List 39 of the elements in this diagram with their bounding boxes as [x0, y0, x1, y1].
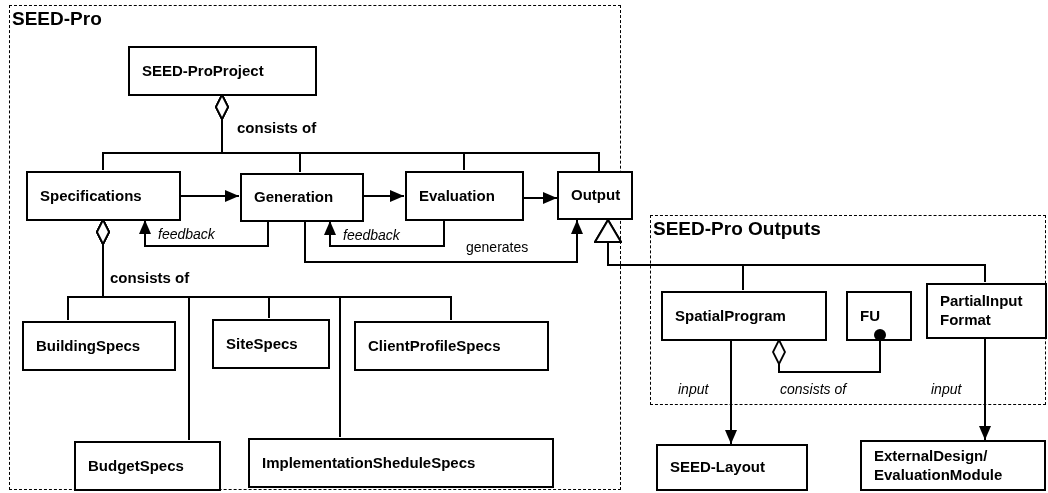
- edge-label: feedback: [158, 227, 215, 241]
- class-box: SiteSpecs: [212, 319, 330, 369]
- class-box: Evaluation: [405, 171, 524, 221]
- edge-label: consists of: [110, 270, 190, 285]
- class-box: Generation: [240, 173, 364, 222]
- dashed-group-frame: [650, 215, 1046, 405]
- class-box: BudgetSpecs: [74, 441, 221, 491]
- connector: [725, 339, 737, 445]
- class-box: ExternalDesign/ EvaluationModule: [860, 440, 1046, 491]
- class-box: ClientProfileSpecs: [354, 321, 549, 371]
- edge-label: consists of: [237, 120, 317, 135]
- connector: [772, 329, 886, 373]
- class-box: PartialInput Format: [926, 283, 1047, 339]
- class-box: Output: [557, 171, 633, 220]
- connector: [96, 219, 452, 321]
- connector: [139, 219, 269, 247]
- class-box: FU: [846, 291, 912, 341]
- dashed-group-frame: [9, 5, 621, 490]
- group-title: SEED-Pro Outputs: [653, 219, 821, 238]
- class-box: SpatialProgram: [661, 291, 827, 341]
- connector: [215, 94, 600, 172]
- connector: [594, 219, 986, 283]
- class-box: ImplementationSheduleSpecs: [248, 438, 554, 488]
- class-box: SEED-Layout: [656, 444, 808, 491]
- connector: [304, 219, 583, 263]
- connector: [362, 190, 405, 202]
- edge-label: feedback: [343, 228, 400, 242]
- class-box: SEED-ProProject: [128, 46, 317, 96]
- edge-label: generates: [466, 240, 529, 254]
- class-box: Specifications: [26, 171, 181, 221]
- connector: [522, 192, 558, 204]
- group-title: SEED-Pro: [12, 9, 102, 28]
- edge-label: consists of: [780, 382, 847, 396]
- connector: [979, 337, 991, 441]
- connector: [324, 219, 445, 247]
- edge-label: input: [678, 382, 709, 396]
- class-box: BuildingSpecs: [22, 321, 176, 371]
- edge-label: input: [931, 382, 962, 396]
- connector: [179, 190, 240, 202]
